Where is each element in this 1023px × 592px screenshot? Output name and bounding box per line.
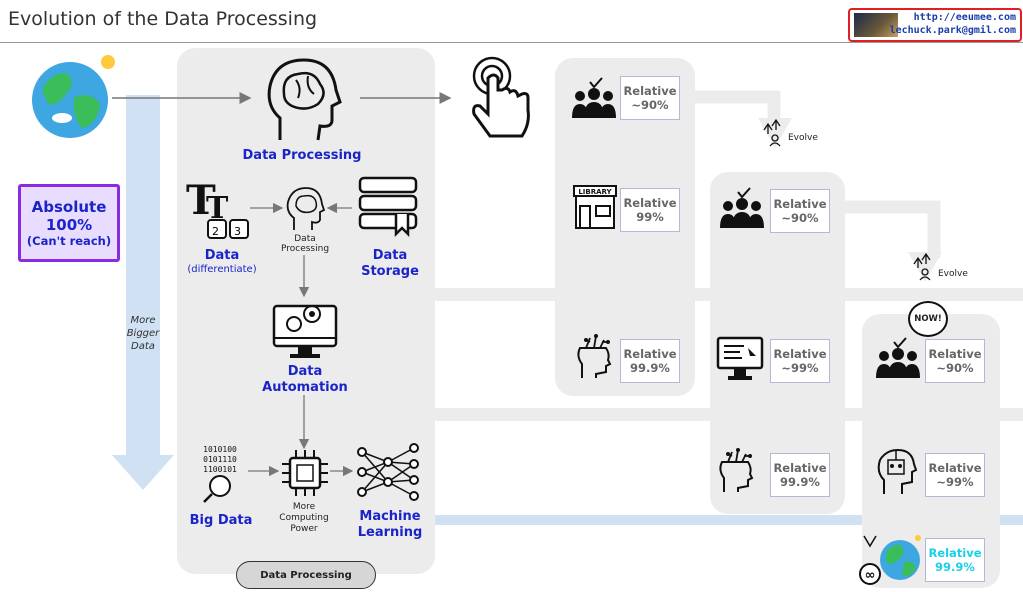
evolve-arrows-icon <box>908 252 942 282</box>
more-computing-line3: Power <box>290 524 318 534</box>
evolve-arrows-icon <box>758 118 792 148</box>
machine-learning-label: Machine Learning <box>350 509 430 541</box>
data-storage-label: Data Storage <box>352 248 428 280</box>
page-title: Evolution of the Data Processing <box>8 8 318 30</box>
earth-icon <box>32 55 115 138</box>
evolve-label: Evolve <box>938 269 968 279</box>
relative-box-c2-1: Relative ~90% <box>770 189 830 233</box>
relative-label: Relative <box>773 197 827 211</box>
relative-box-c3-1: Relative ~90% <box>925 339 985 383</box>
relative-label: Relative <box>623 347 677 361</box>
binary-line1: 1010100 <box>203 445 237 454</box>
neural-network-icon <box>357 443 419 501</box>
library-icon: LIBRARY <box>573 185 617 229</box>
absolute-label: Absolute <box>31 197 107 216</box>
more-computing-label: More Computing Power <box>272 502 336 535</box>
data-processing-button[interactable]: Data Processing <box>236 561 376 589</box>
computer-monitor-icon <box>716 336 764 380</box>
books-storage-icon <box>358 176 418 238</box>
people-group-icon <box>720 187 764 228</box>
svg-text:3: 3 <box>234 225 241 238</box>
big-data-label: Big Data <box>189 513 253 528</box>
svg-text:T: T <box>206 191 229 226</box>
relative-label: Relative <box>773 347 827 361</box>
bigger-data-label: More Bigger Data <box>111 314 175 353</box>
title-divider <box>0 42 1023 43</box>
binary-line2: 0101110 <box>203 455 237 464</box>
svg-text:T: T <box>186 177 216 224</box>
bigger-data-line1: More <box>130 315 156 326</box>
relative-box-c2-3: Relative 99.9% <box>770 453 830 497</box>
author-thumbnail <box>854 13 898 37</box>
relative-label: Relative <box>773 461 827 475</box>
more-computing-line2: Computing <box>279 513 329 523</box>
author-url[interactable]: http://eeumee.com <box>913 12 1016 23</box>
earth-infinity-icon: ∞ <box>859 535 921 585</box>
ai-robot-head-icon <box>877 448 918 494</box>
relative-value: ~99% <box>936 475 974 489</box>
people-group-icon <box>876 337 920 378</box>
relative-value: ~90% <box>631 98 669 112</box>
relative-box-c1-3: Relative 99.9% <box>620 339 680 383</box>
data-label: Data <box>204 248 240 263</box>
relative-label: Relative <box>623 196 677 210</box>
binary-data-icon: 1010100 0101110 1100101 <box>192 445 248 475</box>
relative-value: 99% <box>636 210 664 224</box>
relative-value: 99.9% <box>780 475 820 489</box>
data-processing-heading: Data Processing <box>242 148 362 163</box>
relative-label: Relative <box>928 347 982 361</box>
author-badge[interactable]: http://eeumee.com lechuck.park@gmil.com <box>848 8 1022 42</box>
data-automation-label: Data Automation <box>258 364 352 396</box>
data-automation-line2: Automation <box>262 380 348 395</box>
brain-growth-icon <box>719 448 754 492</box>
data-processing-small-line2: Processing <box>280 244 330 254</box>
svg-text:2: 2 <box>212 225 219 238</box>
machine-learning-line2: Learning <box>357 525 423 540</box>
bigger-data-line3: Data <box>131 341 155 352</box>
cpu-chip-icon <box>282 450 328 496</box>
relative-label: Relative <box>928 461 982 475</box>
relative-label: Relative <box>623 84 677 98</box>
data-storage-line1: Data <box>372 248 408 263</box>
magnifier-icon <box>203 475 231 503</box>
typography-data-icon: T T 2 3 <box>186 177 249 239</box>
infinity-symbol: ∞ <box>865 568 876 583</box>
relative-box-c2-2: Relative ~99% <box>770 339 830 383</box>
data-storage-line2: Storage <box>361 264 419 279</box>
touch-hand-icon[interactable] <box>460 54 540 146</box>
brain-head-icon <box>267 58 342 141</box>
relative-label: Relative <box>928 546 982 560</box>
relative-value: ~90% <box>936 361 974 375</box>
small-brain-head-icon <box>286 187 326 230</box>
bigger-data-line2: Bigger <box>126 328 160 339</box>
more-computing-line1: More <box>292 502 316 512</box>
relative-value: ~90% <box>781 211 819 225</box>
data-automation-line1: Data <box>287 364 323 379</box>
machine-learning-line1: Machine <box>359 509 421 524</box>
relative-box-c1-2: Relative 99% <box>620 188 680 232</box>
evolve-label: Evolve <box>788 133 818 143</box>
binary-line3: 1100101 <box>203 465 237 474</box>
data-processing-small-line1: Data <box>294 234 316 244</box>
absolute-box: Absolute 100% (Can't reach) <box>18 184 120 262</box>
relative-box-c1-1: Relative ~90% <box>620 76 680 120</box>
relative-value: 99.9% <box>935 560 975 574</box>
library-sign-text: LIBRARY <box>578 188 612 196</box>
relative-value: 99.9% <box>630 361 670 375</box>
monitor-automation-icon <box>272 304 338 358</box>
relative-box-c3-3: Relative 99.9% <box>925 538 985 582</box>
data-processing-small-label: Data Processing <box>276 234 334 254</box>
relative-box-c3-2: Relative ~99% <box>925 453 985 497</box>
relative-value: ~99% <box>781 361 819 375</box>
absolute-note: (Can't reach) <box>26 233 112 248</box>
data-sub-label: (differentiate) <box>187 264 257 275</box>
absolute-value: 100% <box>45 215 93 234</box>
now-badge: NOW! <box>908 301 948 337</box>
people-group-icon <box>572 77 616 118</box>
brain-growth-icon <box>577 334 612 378</box>
author-email[interactable]: lechuck.park@gmil.com <box>889 25 1016 36</box>
